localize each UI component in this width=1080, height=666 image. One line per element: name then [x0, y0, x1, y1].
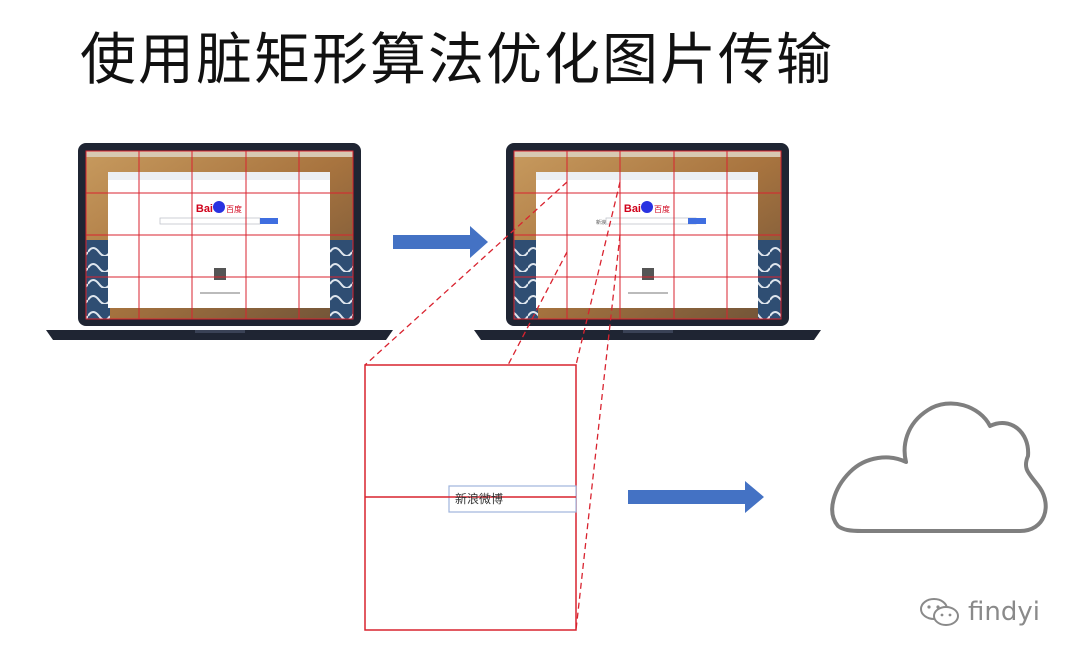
laptop-left-menubar — [86, 151, 353, 157]
laptop-right-menubar — [514, 151, 781, 157]
laptop-right: Bai 百度 新浪微博 — [474, 143, 821, 340]
wechat-icon — [920, 598, 959, 626]
cloud-icon — [830, 401, 1048, 533]
laptop-right-search-button — [688, 218, 706, 224]
laptop-left-notch — [195, 330, 245, 333]
laptop-left-wave-left — [86, 240, 110, 319]
laptop-right-footer-line — [628, 292, 668, 294]
arrow-right-top — [393, 226, 488, 258]
arrow-right-bottom — [628, 481, 764, 513]
laptop-right-browser-window — [536, 172, 758, 308]
zoom-box-input — [448, 485, 577, 513]
laptop-left-logo: Bai — [196, 203, 213, 215]
laptop-left-logo-suffix: 百度 — [226, 204, 242, 214]
laptop-left-browser-toolbar — [108, 172, 330, 180]
laptop-left-browser-window — [108, 172, 330, 308]
slide-title: 使用脏矩形算法优化图片传输 — [80, 28, 834, 93]
laptop-right-notch — [623, 330, 673, 333]
laptop-left-search-button — [260, 218, 278, 224]
laptop-left-base — [46, 330, 393, 340]
laptop-left-search-box — [159, 217, 261, 225]
laptop-left: Bai 百度 — [46, 143, 393, 340]
zoom-box: 新浪微博 — [364, 364, 577, 631]
laptop-right-base — [474, 330, 821, 340]
laptop-right-logo: Bai — [624, 203, 641, 215]
zoom-box-text: 新浪微博 — [455, 491, 503, 506]
watermark-text: findyi — [968, 597, 1040, 627]
laptop-left-paw-icon — [213, 201, 225, 213]
laptop-left-wave-right — [330, 240, 353, 319]
laptop-right-paw-icon — [641, 201, 653, 213]
projection-lines — [364, 181, 621, 631]
laptop-right-qr-icon — [642, 268, 654, 280]
watermark: findyi — [918, 597, 1040, 627]
laptop-left-footer-line — [200, 292, 240, 294]
laptop-left-qr-icon — [214, 268, 226, 280]
laptop-right-grid — [513, 150, 782, 320]
laptop-right-browser-toolbar — [536, 172, 758, 180]
laptop-right-wave-right — [758, 240, 781, 319]
laptop-left-grid — [85, 150, 354, 320]
laptop-right-logo-suffix: 百度 — [654, 204, 670, 214]
laptop-right-wave-left — [514, 240, 538, 319]
